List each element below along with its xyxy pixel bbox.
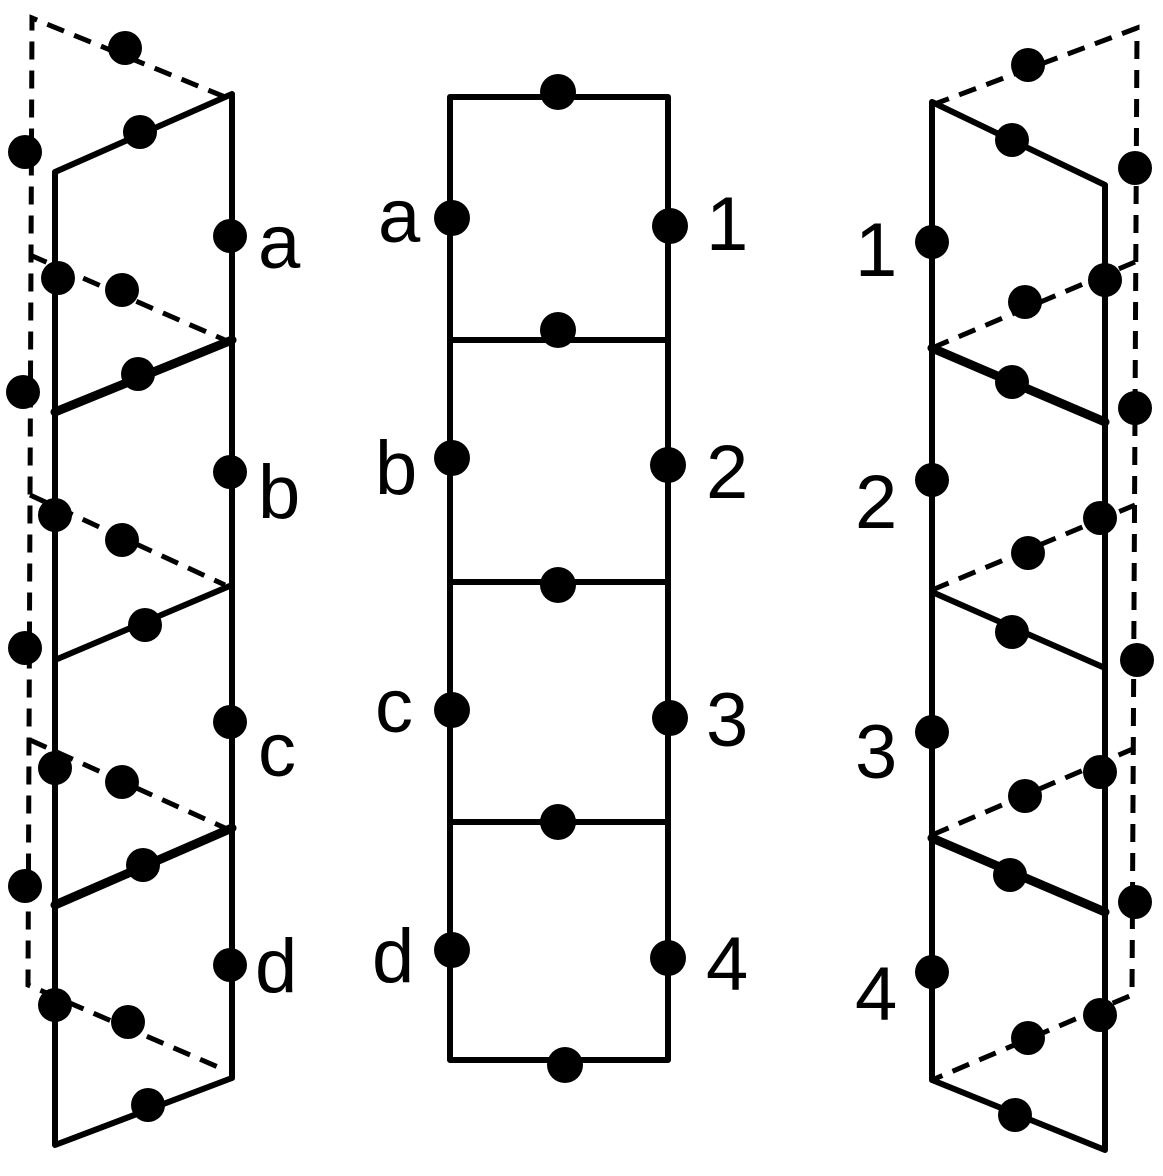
node: [547, 1047, 583, 1083]
node: [540, 74, 576, 110]
center-label-3: 3: [706, 678, 748, 763]
left-label-a: a: [258, 200, 301, 285]
node: [1011, 1021, 1045, 1055]
node: [38, 751, 72, 785]
node: [650, 447, 686, 483]
node: [652, 700, 688, 736]
node: [995, 123, 1029, 157]
center-label-4: 4: [706, 922, 748, 1007]
node: [1118, 151, 1152, 185]
center-label-a: a: [378, 174, 421, 259]
center-nodes: [434, 74, 688, 1083]
center-label-d: d: [372, 914, 414, 999]
node: [1088, 263, 1122, 297]
right-label-4: 4: [855, 952, 897, 1037]
node: [1008, 779, 1042, 813]
node: [1118, 885, 1152, 919]
node: [915, 225, 949, 259]
node: [108, 31, 142, 65]
node: [105, 523, 139, 557]
node: [434, 200, 470, 236]
node: [1011, 536, 1045, 570]
node: [540, 312, 576, 348]
node: [111, 1005, 145, 1039]
node: [540, 804, 576, 840]
center-label-b: b: [375, 426, 417, 511]
node: [1118, 391, 1152, 425]
center-label-2: 2: [706, 430, 748, 515]
node: [1011, 48, 1045, 82]
right-back-dashed-outline: [931, 24, 1140, 1083]
node: [915, 463, 949, 497]
right-nodes: [915, 48, 1154, 1132]
node: [38, 498, 72, 532]
node: [1008, 285, 1042, 319]
node: [126, 848, 160, 882]
node: [6, 375, 40, 409]
right-label-1: 1: [855, 208, 897, 293]
node: [434, 692, 470, 728]
node: [38, 988, 72, 1022]
node: [995, 615, 1029, 649]
node: [1083, 755, 1117, 789]
node: [915, 715, 949, 749]
node: [213, 455, 247, 489]
right-label-3: 3: [855, 710, 897, 795]
node: [8, 869, 42, 903]
left-label-c: c: [258, 708, 296, 793]
center-ladder: a b c d 1 2 3 4: [372, 74, 748, 1083]
right-ladder: 1 2 3 4: [855, 24, 1154, 1153]
node: [434, 932, 470, 968]
node: [41, 261, 75, 295]
node: [915, 955, 949, 989]
node: [993, 858, 1027, 892]
node: [650, 940, 686, 976]
node: [128, 608, 162, 642]
right-label-2: 2: [855, 460, 897, 545]
node: [1083, 998, 1117, 1032]
node: [121, 357, 155, 391]
left-nodes: [6, 31, 247, 1122]
node: [213, 705, 247, 739]
node: [8, 135, 42, 169]
left-ladder: a b c d: [6, 14, 301, 1148]
left-label-b: b: [258, 450, 300, 535]
node: [1083, 501, 1117, 535]
node: [1120, 643, 1154, 677]
node: [123, 115, 157, 149]
center-label-c: c: [375, 664, 413, 749]
node: [8, 631, 42, 665]
node: [995, 365, 1029, 399]
right-front-outline: [929, 99, 1108, 1153]
node: [540, 567, 576, 603]
left-label-d: d: [255, 924, 297, 1009]
node: [105, 765, 139, 799]
node: [434, 440, 470, 476]
node: [105, 273, 139, 307]
left-front-outline: [52, 91, 235, 1148]
node: [998, 1098, 1032, 1132]
node: [213, 948, 247, 982]
node: [131, 1088, 165, 1122]
node: [652, 208, 688, 244]
center-label-1: 1: [706, 182, 748, 267]
node: [213, 219, 247, 253]
